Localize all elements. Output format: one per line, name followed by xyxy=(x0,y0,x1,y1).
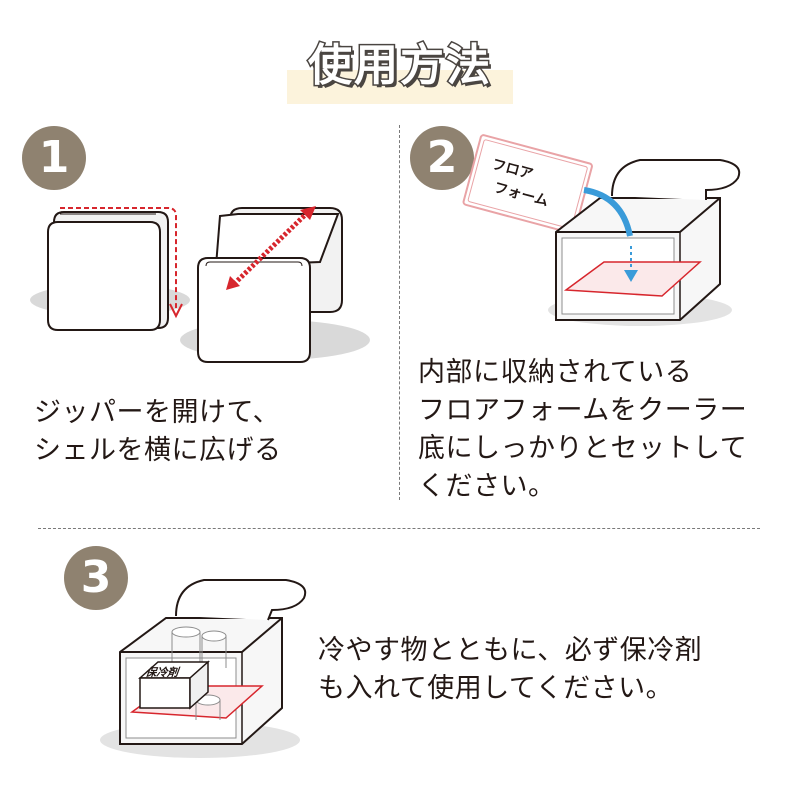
step-2-line-4: ください。 xyxy=(418,471,556,502)
step-3-line-2: も入れて使用してください。 xyxy=(318,673,674,704)
ice-pack-label: 保冷剤 xyxy=(143,665,182,679)
page-title: 使用方法 xyxy=(307,39,492,93)
step-2-instructions: 内部に収納されている フロアフォームをクーラー 底にしっかりとセットして くださ… xyxy=(418,354,747,506)
step-3-line-1: 冷やす物とともに、必ず保冷剤 xyxy=(318,635,703,666)
vertical-divider xyxy=(399,125,400,500)
step-3-instructions: 冷やす物とともに、必ず保冷剤 も入れて使用してください。 xyxy=(318,632,702,708)
title-highlight-band xyxy=(287,70,513,104)
step-1-instructions: ジッパーを開けて、 シェルを横に広げる xyxy=(34,394,282,470)
step-1-badge: 1 xyxy=(22,126,86,190)
step-3-badge: 3 xyxy=(64,546,128,610)
step-1-line-1: ジッパーを開けて、 xyxy=(34,397,281,428)
horizontal-divider xyxy=(38,528,760,529)
step-2-line-1: 内部に収納されている xyxy=(418,357,693,388)
step-2-line-3: 底にしっかりとセットして xyxy=(418,433,748,464)
step-1-line-2: シェルを横に広げる xyxy=(34,435,282,466)
step-2-line-2: フロアフォームをクーラー xyxy=(418,395,748,426)
step-2-badge: 2 xyxy=(410,126,474,190)
